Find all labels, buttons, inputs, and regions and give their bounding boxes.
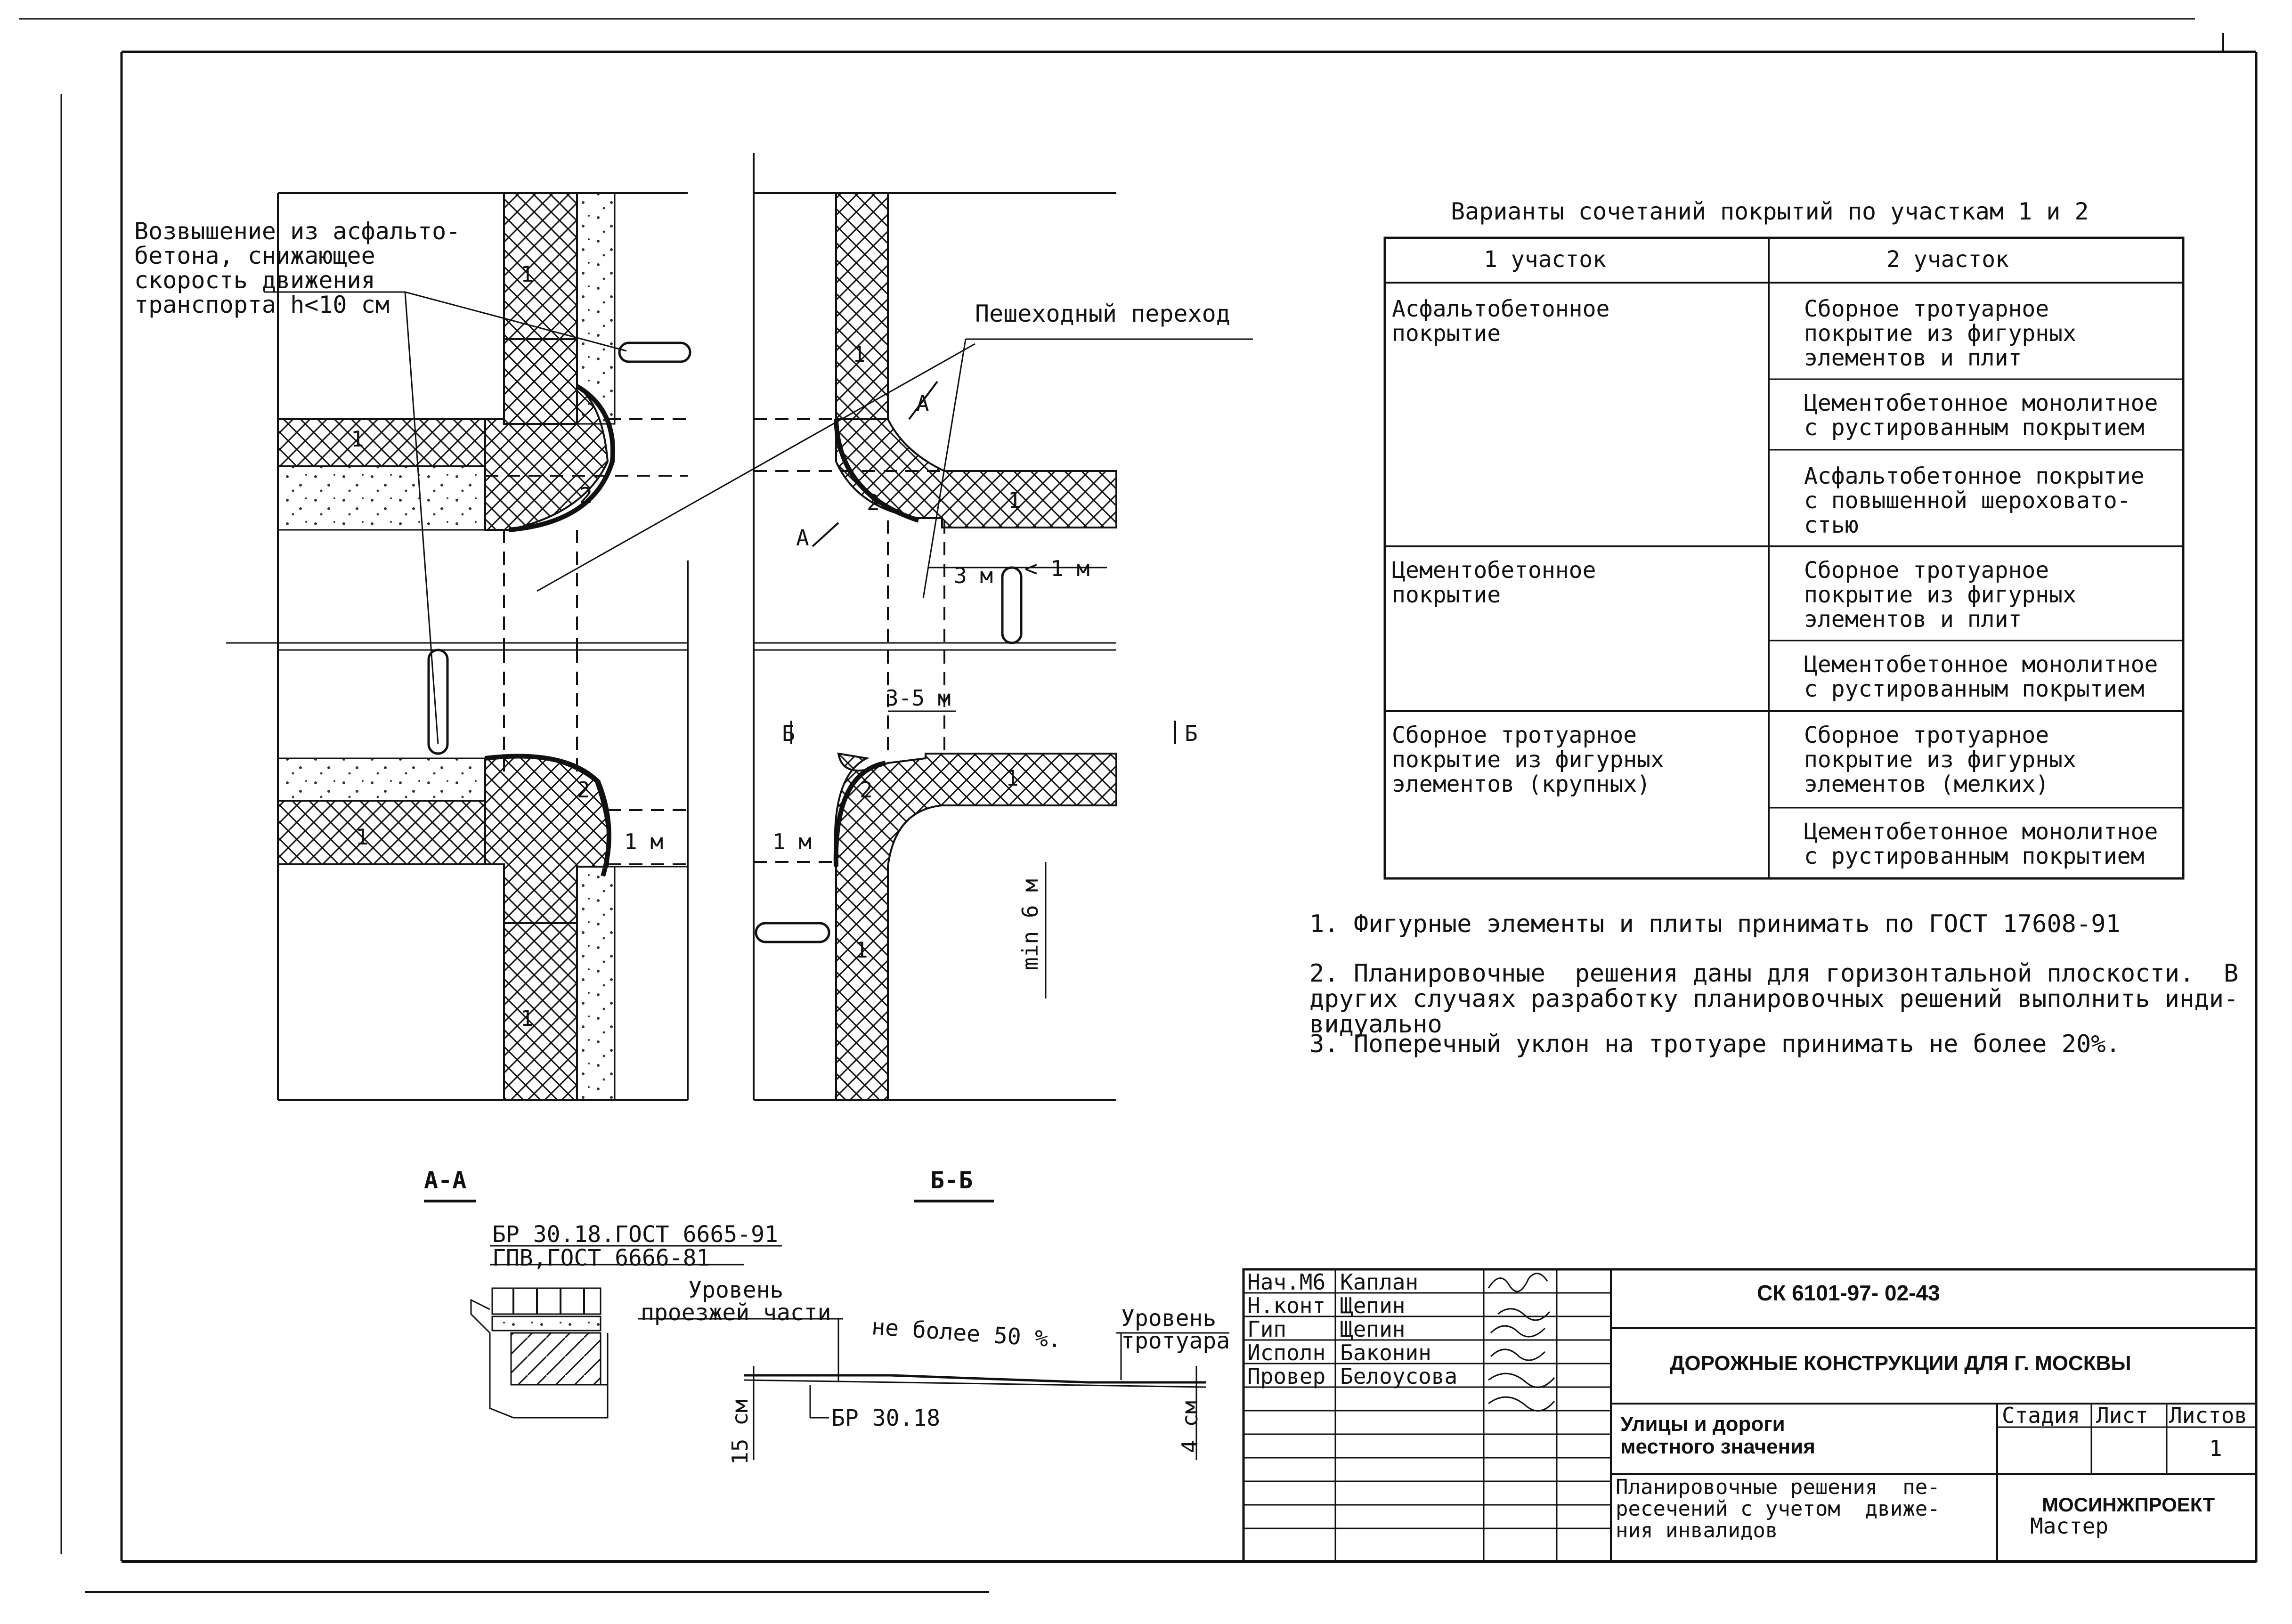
table-cell-section2: Сборное тротуарное покрытие из фигурных … xyxy=(1804,722,2076,797)
stamp-role: Провер xyxy=(1247,1364,1326,1389)
zone-1-marker: 1 xyxy=(520,261,534,287)
stamp-name: Белоусова xyxy=(1340,1364,1458,1389)
crossing-label: Пешеходный переход xyxy=(975,300,1230,327)
curb-label-2: ГПВ,ГОСТ 6666-81 xyxy=(492,1245,710,1271)
zone-1-marker: 1 xyxy=(855,937,868,963)
dimension-1m: 1 м xyxy=(772,829,812,854)
table-col1-header: 1 участок xyxy=(1484,246,1607,273)
project-title: ДОРОЖНЫЕ КОНСТРУКЦИИ ДЛЯ Г. МОСКВЫ xyxy=(1670,1352,2131,1375)
section-a-marker: А xyxy=(796,525,809,551)
dimension-3m: 3 м xyxy=(954,563,993,588)
table-cell-section2: Сборное тротуарное покрытие из фигурных … xyxy=(1804,557,2076,633)
zone-1-marker: 1 xyxy=(853,341,866,367)
stamp-name: Каплан xyxy=(1340,1269,1419,1295)
sheet-frame xyxy=(19,18,2258,1593)
dimension-min6m: min 6 м xyxy=(1017,879,1043,970)
section-drawings xyxy=(424,1200,1229,1460)
zone-2-marker: 2 xyxy=(860,777,873,803)
zone-1-marker: 1 xyxy=(1008,487,1021,513)
zone-1-marker: 1 xyxy=(356,824,369,850)
curb-label-1: БР 30.18.ГОСТ 6665-91 xyxy=(492,1221,778,1248)
dimension-lt1m: < 1 м xyxy=(1024,556,1090,581)
doc-code: СК 6101-97- 02-43 xyxy=(1757,1281,1940,1305)
table-cell-section1: Асфальтобетонное покрытие xyxy=(1392,296,1610,347)
zone-2-marker: 2 xyxy=(577,777,590,803)
table-title: Варианты сочетаний покрытий по участкам … xyxy=(1451,198,2089,225)
section-aa-title: А-А xyxy=(424,1167,467,1194)
signature-scribbles xyxy=(1487,1273,1555,1412)
workshop: Мастер xyxy=(2030,1513,2109,1539)
stamp-name: Баконин xyxy=(1340,1340,1431,1365)
stamp-role: Нач.М6 xyxy=(1247,1269,1326,1295)
table-cell-section2: Асфальтобетонное покрытие с повышенной ш… xyxy=(1804,463,2145,538)
note-1: 1. Фигурные элементы и плиты принимать п… xyxy=(1309,910,2121,938)
sheets-value: 1 xyxy=(2209,1436,2222,1461)
sheet-title: Планировочные решения пе- ресечений с уч… xyxy=(1616,1475,1940,1543)
dimension-3-5m: 3-5 м xyxy=(886,685,951,711)
stamp-role: Исполн xyxy=(1247,1340,1326,1365)
table-col2-header: 2 участок xyxy=(1886,246,2009,273)
coverings-table xyxy=(1383,236,2185,880)
br-label: БР 30.18 xyxy=(831,1405,941,1431)
table-cell-section2: Сборное тротуарное покрытие из фигурных … xyxy=(1804,296,2076,371)
organization: МОСИНЖПРОЕКТ xyxy=(2042,1494,2215,1516)
section-bb-title: Б-Б xyxy=(930,1167,973,1194)
section-b-marker: Б xyxy=(1185,721,1198,746)
road-level-label: Уровень проезжей части xyxy=(641,1277,831,1326)
table-cell-section2: Цементобетонное монолитное с рустированн… xyxy=(1804,390,2158,441)
section-b-marker: Б xyxy=(782,721,795,746)
sheet-header: Лист xyxy=(2096,1403,2148,1428)
plan-left xyxy=(226,192,975,1101)
zone-1-marker: 1 xyxy=(351,426,364,452)
dimension-4cm: 4 см xyxy=(1177,1401,1203,1453)
sheets-header: Листов xyxy=(2169,1403,2248,1428)
walk-level-label: Уровень тротуара xyxy=(1121,1305,1230,1354)
table-cell-section2: Цементобетонное монолитное с рустированн… xyxy=(1804,819,2158,869)
note-2: 2. Планировочные решения даны для горизо… xyxy=(1309,959,2239,1039)
stage-header: Стадия xyxy=(2002,1403,2081,1428)
table-cell-section1: Цементобетонное покрытие xyxy=(1392,557,1596,608)
zone-1-marker: 1 xyxy=(1006,765,1019,791)
table-cell-section1: Сборное тротуарное покрытие из фигурных … xyxy=(1392,722,1664,797)
stamp-role: Н.конт xyxy=(1247,1293,1326,1318)
stamp-role: Гип xyxy=(1247,1316,1287,1342)
zone-1-marker: 1 xyxy=(520,1006,534,1031)
section-a-marker: А xyxy=(916,391,929,416)
zone-2-marker: 2 xyxy=(579,483,593,508)
table-cell-section2: Цементобетонное монолитное с рустированн… xyxy=(1804,651,2158,702)
plan-right xyxy=(753,153,1253,1101)
dimension-1m: 1 м xyxy=(624,829,664,854)
section-name: Улицы и дороги местного значения xyxy=(1620,1413,1815,1458)
dimension-15cm: 15 см xyxy=(727,1399,753,1465)
hump-label: Возвышение из асфальто- бетона, снижающе… xyxy=(134,218,461,318)
stamp-name: Щепин xyxy=(1340,1316,1406,1342)
note-3: 3. Поперечный уклон на тротуаре принимат… xyxy=(1309,1030,2121,1058)
stamp-name: Щепин xyxy=(1340,1293,1406,1318)
title-block-lines xyxy=(1242,1268,2258,1563)
zone-2-marker: 2 xyxy=(867,490,880,515)
